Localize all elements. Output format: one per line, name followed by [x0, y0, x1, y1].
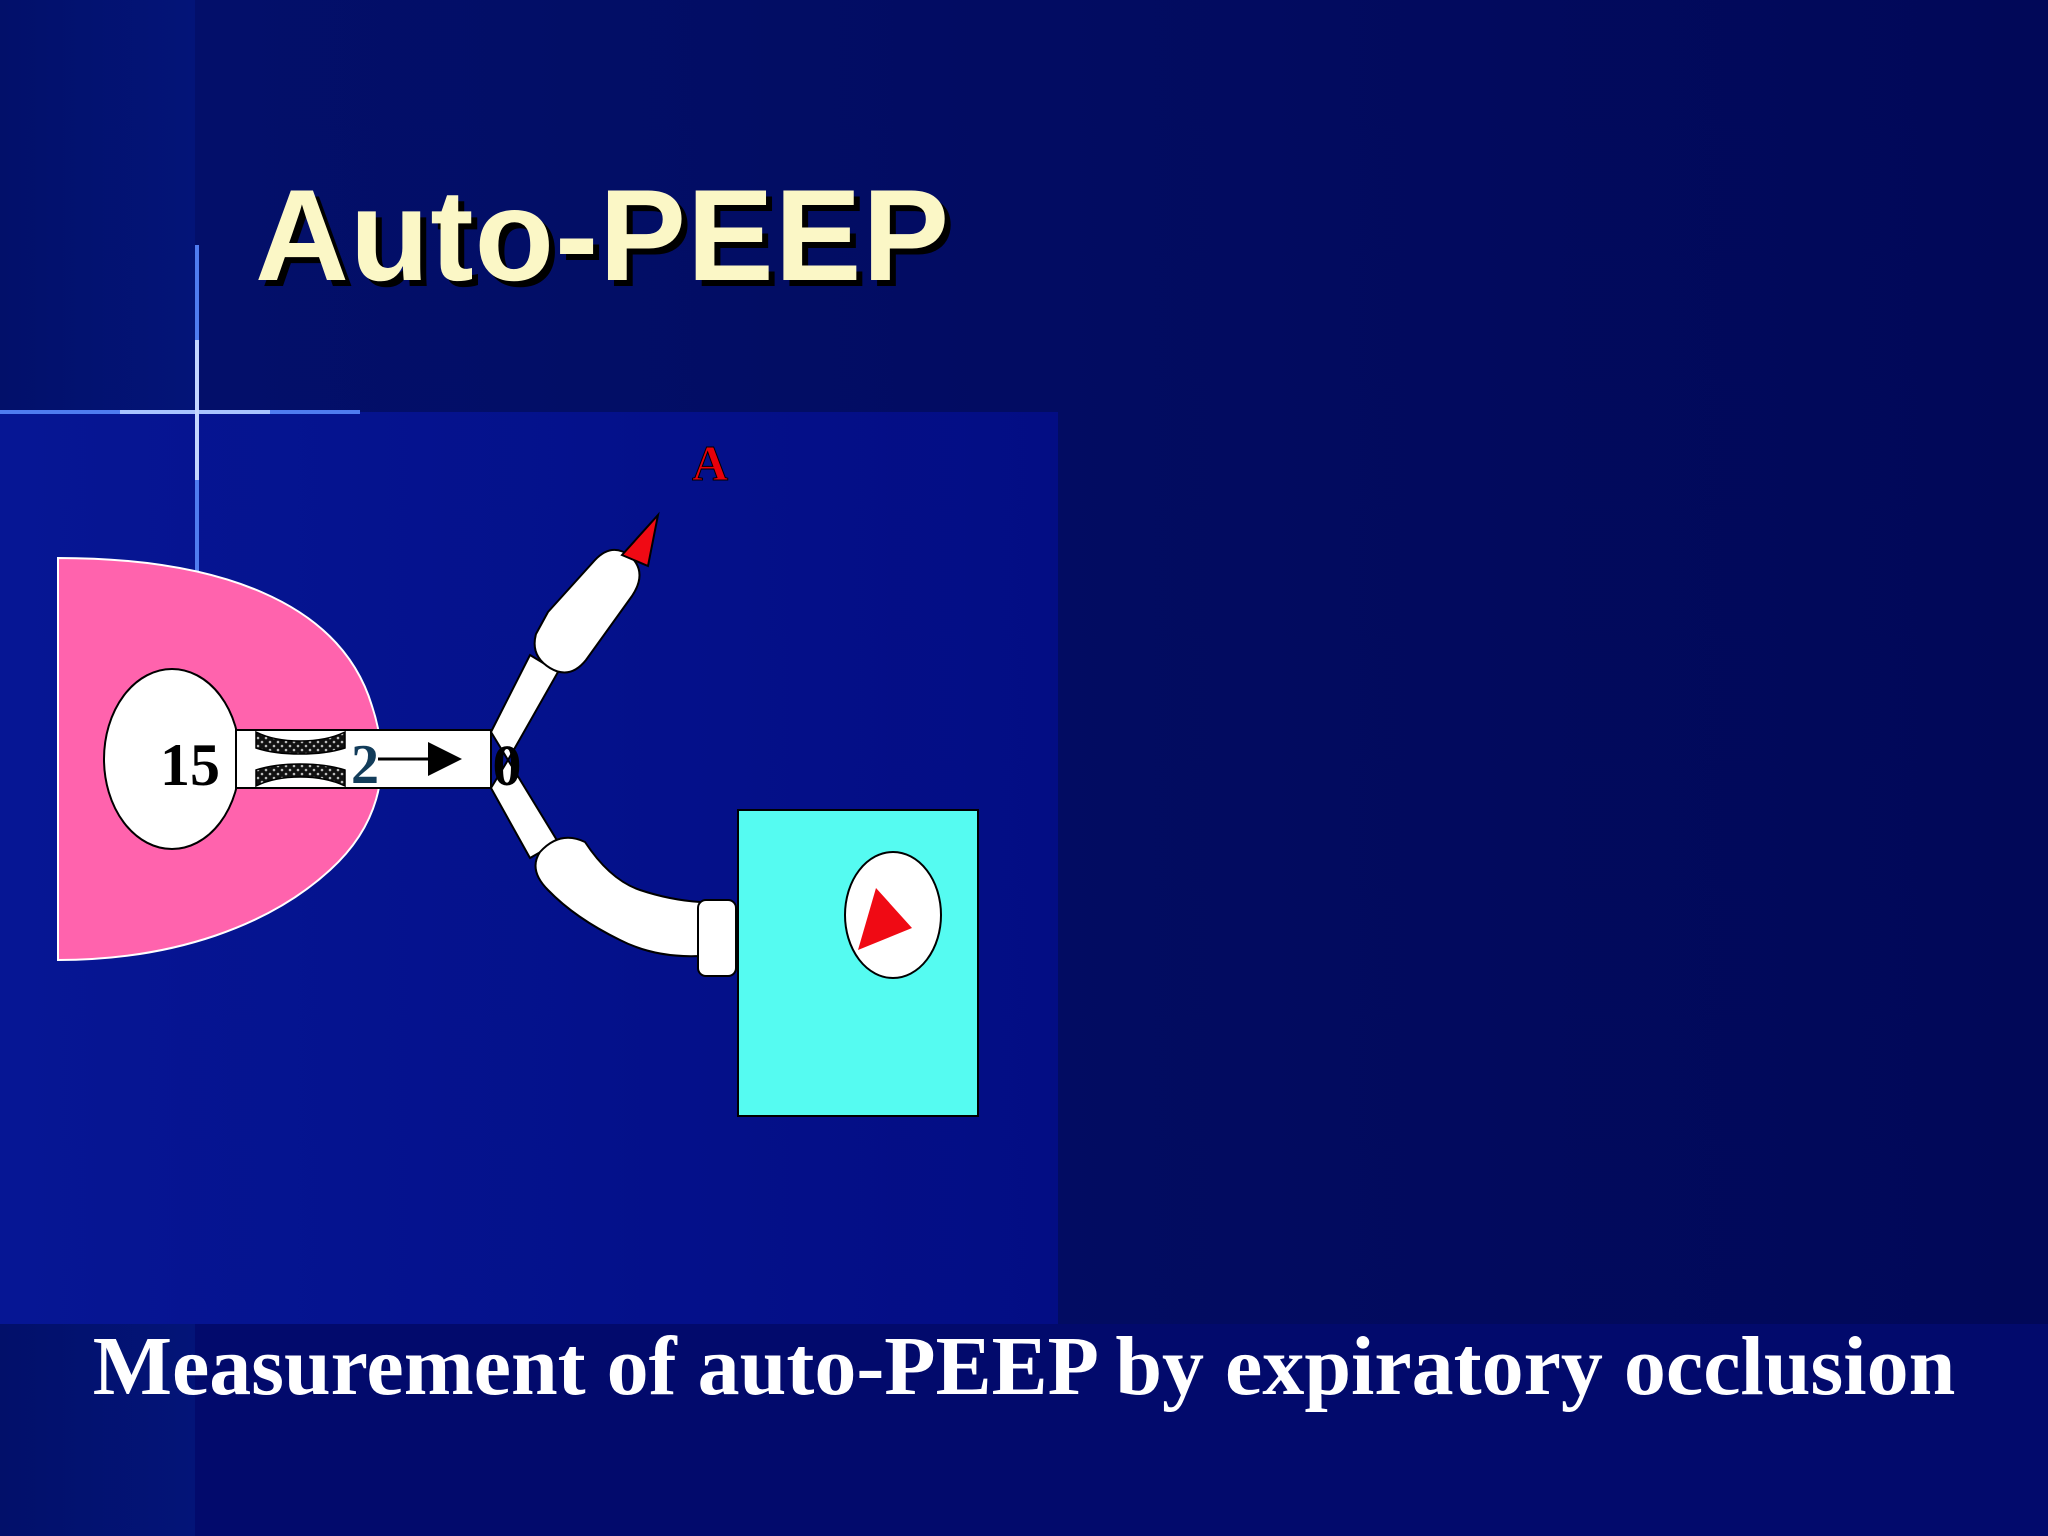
- alveolar-pressure-value: 15: [160, 732, 220, 798]
- airway-obstruction-bottom: [255, 763, 346, 788]
- ventilator-box: [737, 809, 979, 1117]
- crosshair-decoration: [0, 245, 360, 580]
- airway-pressure-value: 2: [351, 734, 379, 796]
- inspiratory-limb: [489, 758, 737, 977]
- ventilator-connector: [697, 899, 737, 977]
- expiratory-limb: [489, 511, 660, 762]
- slide-title: Auto-PEEP: [255, 162, 951, 308]
- expiratory-valve: [620, 511, 660, 568]
- circuit-pressure-value: 0: [493, 733, 522, 798]
- label-a: A: [692, 435, 728, 491]
- slide-caption: Measurement of auto-PEEP by expiratory o…: [92, 1320, 1956, 1413]
- bottom-band: [195, 1324, 2048, 1536]
- airway-obstruction-top: [255, 730, 346, 755]
- gauge-needle-icon: [858, 888, 912, 950]
- flow-arrow-head: [428, 742, 462, 776]
